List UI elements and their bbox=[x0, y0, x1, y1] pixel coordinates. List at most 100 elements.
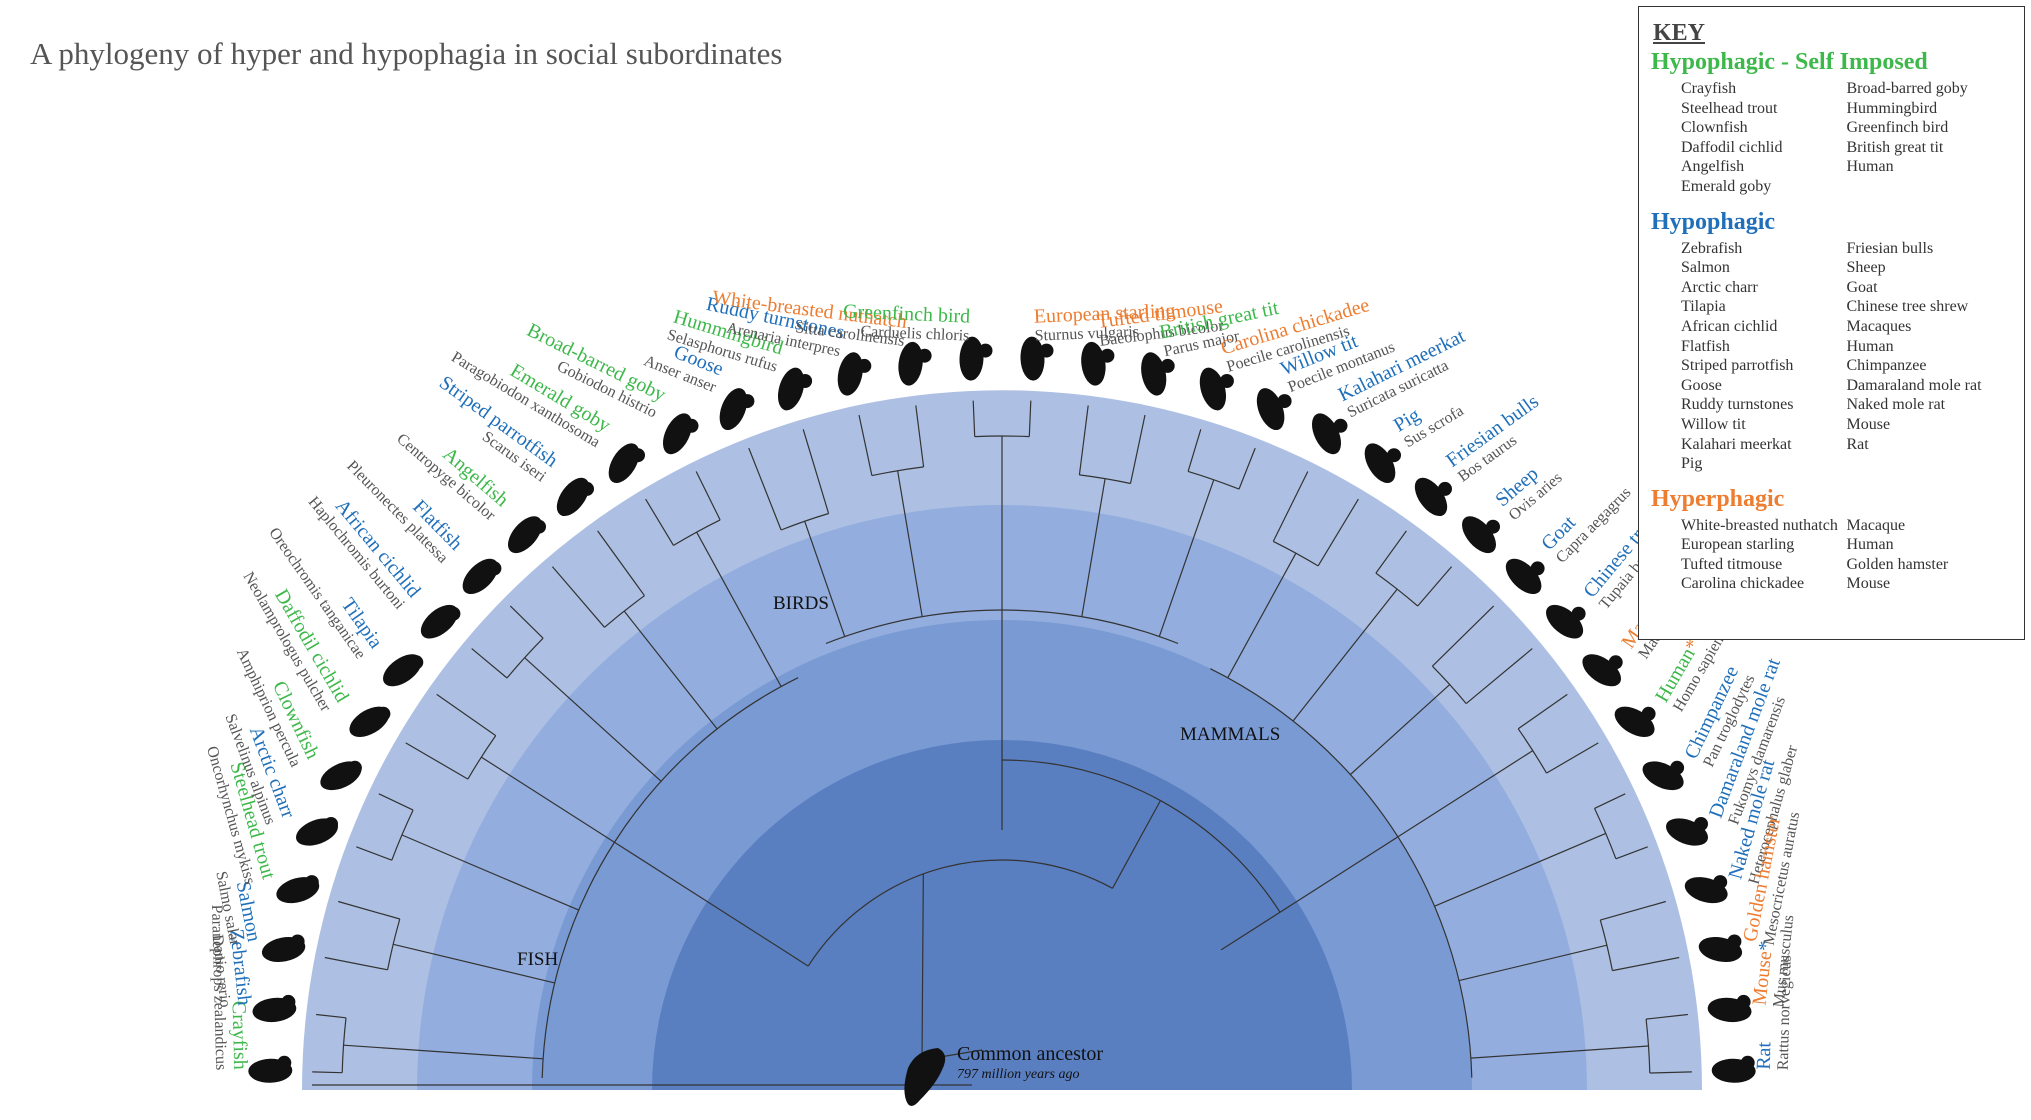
key-item: Striped parrotfish bbox=[1681, 357, 1794, 375]
meerkat-icon bbox=[1311, 413, 1348, 455]
common-ancestor-icon bbox=[904, 1048, 946, 1106]
fish-icon bbox=[383, 654, 424, 687]
bird-icon bbox=[837, 352, 872, 396]
species-scientific-name: Paranephrops zealandicus bbox=[208, 904, 229, 1070]
fish-icon bbox=[252, 994, 297, 1023]
key-item: Goat bbox=[1846, 278, 1878, 296]
key-item: Golden hamster bbox=[1846, 555, 1949, 573]
key-item: Friesian bulls bbox=[1846, 239, 1934, 257]
shrew-icon bbox=[1546, 604, 1586, 639]
fish-icon bbox=[662, 413, 699, 455]
species-icons bbox=[248, 336, 1756, 1083]
species-common-name: Greenfinch bird bbox=[843, 300, 971, 327]
clade-label-fish: FISH bbox=[517, 949, 558, 970]
key-item: Kalahari meerkat bbox=[1681, 435, 1792, 453]
key-item: Chimpanzee bbox=[1846, 357, 1927, 375]
fish-icon bbox=[295, 817, 339, 846]
fish-icon bbox=[261, 934, 306, 963]
key-item: Salmon bbox=[1681, 259, 1730, 277]
pig-icon bbox=[1364, 443, 1401, 484]
sheep-icon bbox=[1462, 516, 1500, 554]
bird-icon bbox=[959, 336, 993, 381]
fish-icon bbox=[349, 706, 391, 737]
species-scientific-name: Rattus norvegicus bbox=[1775, 955, 1795, 1070]
fish-icon bbox=[420, 604, 461, 639]
fish-icon bbox=[276, 875, 320, 904]
key-item: Mouse bbox=[1846, 415, 1891, 433]
fish-icon bbox=[608, 443, 645, 484]
fish-icon bbox=[320, 760, 362, 791]
lobster-icon bbox=[248, 1055, 293, 1083]
key-item: Willow tit bbox=[1681, 415, 1746, 433]
asterisk-marker: * bbox=[1754, 940, 1777, 952]
key-item: Rat bbox=[1846, 435, 1869, 453]
key-item: Zebrafish bbox=[1681, 239, 1743, 257]
molerat-icon bbox=[1684, 875, 1728, 904]
page-title: A phylogeny of hyper and hypophagia in s… bbox=[30, 36, 783, 71]
key-item: Tilapia bbox=[1681, 298, 1726, 316]
key-item: Ruddy turnstones bbox=[1681, 396, 1794, 414]
key-item: Carolina chickadee bbox=[1681, 575, 1805, 593]
fish-icon bbox=[556, 477, 594, 517]
common-ancestor-label: Common ancestor bbox=[957, 1043, 1103, 1065]
key-heading-hypophagic: Hypophagic bbox=[1651, 208, 1776, 235]
key-item: Broad-barred goby bbox=[1846, 80, 1968, 97]
key-item: Macaques bbox=[1846, 317, 1912, 335]
key-item: Human bbox=[1846, 337, 1894, 355]
key-item: Goose bbox=[1681, 376, 1722, 394]
key-item: Flatfish bbox=[1681, 337, 1730, 355]
key-item: Emerald goby bbox=[1681, 177, 1772, 195]
fish-icon bbox=[508, 516, 546, 554]
key-item: Daffodil cichlid bbox=[1681, 138, 1783, 156]
bird-icon bbox=[1256, 388, 1292, 431]
key-item: White-breasted nuthatch bbox=[1681, 516, 1838, 534]
key-item: Tufted titmouse bbox=[1681, 555, 1783, 573]
key-heading-hyperphagic: Hyperphagic bbox=[1651, 485, 1785, 512]
cow-icon bbox=[1414, 477, 1452, 517]
key-item: Macaque bbox=[1846, 516, 1906, 534]
rat-icon bbox=[1711, 1055, 1756, 1083]
goat-icon bbox=[1505, 558, 1545, 595]
key-heading-self_imposed: Hypophagic - Self Imposed bbox=[1651, 49, 1928, 75]
species-common-name: Crayfish bbox=[227, 1001, 251, 1070]
key-item: Clownfish bbox=[1681, 119, 1748, 137]
common-ancestor-age: 797 million years ago bbox=[957, 1067, 1080, 1082]
key-item: Damaraland mole rat bbox=[1846, 376, 1982, 394]
bird-icon bbox=[1081, 341, 1115, 386]
hamster-icon bbox=[1698, 934, 1743, 963]
molerat-icon bbox=[1665, 817, 1709, 846]
flatfish-icon bbox=[462, 558, 502, 595]
key-item: British great tit bbox=[1846, 138, 1944, 156]
bird-icon bbox=[1141, 352, 1175, 396]
chimp-icon bbox=[1642, 760, 1685, 791]
key-item: Chinese tree shrew bbox=[1846, 298, 1969, 316]
key-item: Naked mole rat bbox=[1846, 396, 1946, 414]
key-item: Steelhead trout bbox=[1681, 99, 1778, 117]
bird-icon bbox=[1199, 367, 1234, 411]
key-title: KEY bbox=[1653, 20, 1706, 46]
bird-icon bbox=[1020, 336, 1054, 381]
key-item: Human bbox=[1846, 536, 1894, 554]
monkey-icon bbox=[1582, 654, 1623, 687]
key-item: European starling bbox=[1681, 536, 1795, 554]
key-item: Arctic charr bbox=[1681, 278, 1758, 296]
species-scientific-name: Carduelis chloris bbox=[860, 323, 969, 345]
key-item: Sheep bbox=[1846, 259, 1886, 277]
species-label-group: Mouse*Mus musculus bbox=[1749, 914, 1798, 1008]
goose-icon bbox=[719, 388, 755, 431]
bird-icon bbox=[898, 341, 932, 386]
key-item: Hummingbird bbox=[1846, 99, 1938, 117]
